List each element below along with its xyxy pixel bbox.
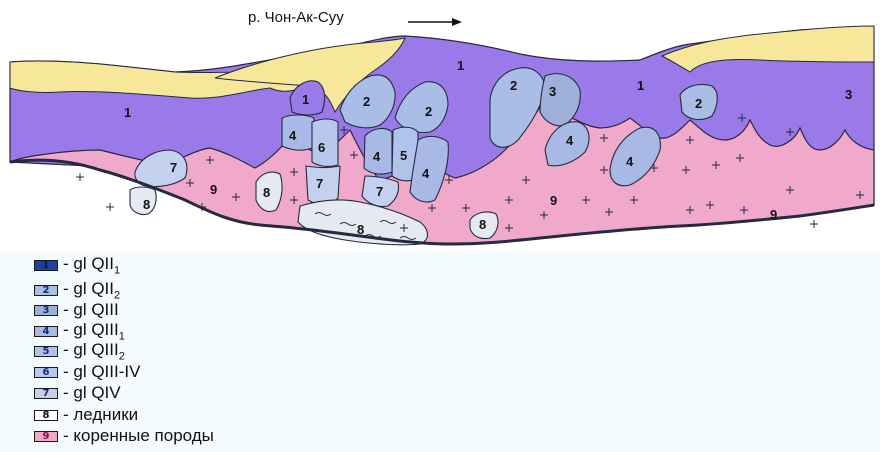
map-label-7a: 7: [170, 160, 177, 175]
map-label-4b: 4: [373, 149, 381, 164]
legend-item: 8 - ледники: [34, 406, 138, 424]
legend-swatch: 2: [34, 285, 58, 296]
legend-label-subscript: 1: [114, 264, 120, 276]
map-label-1d: 1: [302, 92, 309, 107]
legend-label: - gl QIII: [63, 300, 119, 320]
legend-item: 5 - gl QIII2: [34, 342, 125, 360]
legend-label-text: - gl QIII: [63, 300, 119, 319]
legend-label: - gl QII1: [63, 254, 120, 276]
legend-label-text: - ледники: [63, 405, 138, 424]
legend-label-text: - gl QIII: [63, 340, 119, 359]
legend-label-text: - коренные породы: [63, 426, 214, 445]
arrow-right-icon: [408, 18, 462, 26]
legend-label: - gl QII2: [63, 279, 120, 301]
map-label-1a: 1: [124, 105, 131, 120]
map-label-1c: 1: [637, 78, 644, 93]
legend-item: 3 - gl QIII: [34, 301, 119, 319]
map-label-8a: 8: [143, 197, 150, 212]
map-label-6: 6: [318, 140, 325, 155]
map-label-4c: 4: [422, 166, 430, 181]
legend-swatch: 1: [34, 260, 58, 271]
legend-item: 4- gl QIII1: [34, 322, 125, 340]
legend-swatch: 9: [34, 431, 58, 442]
legend-label: - gl QIII-IV: [63, 362, 140, 382]
legend-swatch: 8: [34, 410, 58, 421]
map-label-7c: 7: [376, 184, 383, 199]
map-label-2d: 2: [695, 96, 702, 111]
map-label-3a: 3: [549, 84, 556, 99]
map-label-2b: 2: [425, 104, 432, 119]
map-label-4d: 4: [566, 133, 574, 148]
map-label-8d: 8: [479, 217, 486, 232]
map-label-9a: 9: [210, 182, 217, 197]
legend-label: - gl QIII2: [63, 340, 125, 362]
map-label-4a: 4: [289, 128, 297, 143]
legend-label: - gl QIV: [63, 383, 121, 403]
map-label-9b: 9: [550, 193, 557, 208]
legend-item: 9 - коренные породы: [34, 427, 214, 445]
map-label-8b: 8: [263, 185, 270, 200]
map-label-9c: 9: [770, 207, 777, 222]
legend-swatch: 4: [34, 326, 58, 337]
map-label-5: 5: [400, 148, 407, 163]
map-label-4e: 4: [626, 154, 634, 169]
legend-item: 2 - gl QII2: [34, 281, 120, 299]
legend-swatch: 7: [34, 388, 58, 399]
legend-label: - коренные породы: [63, 426, 214, 446]
legend-label-subscript: 2: [119, 350, 125, 362]
legend-label-text: - gl QIV: [63, 383, 121, 402]
map-label-7b: 7: [316, 176, 323, 191]
legend-swatch: 3: [34, 305, 58, 316]
legend-label-text: - gl QII: [63, 254, 114, 273]
legend-item: 6 - gl QIII-IV: [34, 363, 140, 381]
map-label-1b: 1: [457, 58, 464, 73]
legend-item: 1- gl QII1: [34, 256, 120, 274]
legend-swatch: 5: [34, 346, 58, 357]
legend-swatch: 6: [34, 367, 58, 378]
map-label-3b: 3: [845, 87, 852, 102]
legend-label: - ледники: [63, 405, 138, 425]
map-label-8c: 8: [357, 222, 364, 237]
legend-label-text: - gl QIII: [63, 320, 119, 339]
legend-label-text: - gl QII: [63, 279, 114, 298]
legend-label-text: - gl QIII-IV: [63, 362, 140, 381]
legend-item: 7 - gl QIV: [34, 384, 121, 402]
map-label-2c: 2: [510, 78, 517, 93]
unit-4-area-a: [282, 115, 314, 150]
map-label-2a: 2: [363, 94, 370, 109]
